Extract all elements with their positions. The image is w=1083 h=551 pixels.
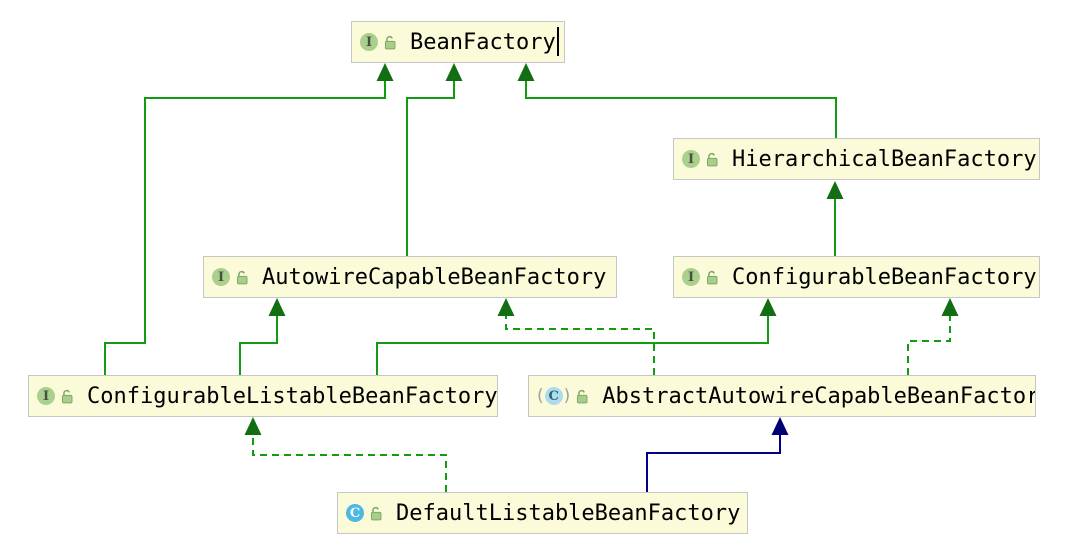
edge-cbf-extends-hbf [826,181,844,256]
edge-acbf-extends-bf [406,63,463,256]
node-label: HierarchicalBeanFactory [732,146,1037,172]
lock-icon [235,266,250,291]
lock-icon [369,502,384,527]
node-label: BeanFactory [410,29,556,55]
edge-clbf-extends-acbf [239,298,286,375]
abstract-paren: ( [537,386,544,406]
lock-icon [705,266,720,291]
node-label: AbstractAutowireCapableBeanFactory [602,383,1036,409]
lock-icon [383,31,398,56]
interface-icon: I [682,268,700,286]
arrowhead [445,63,463,81]
edge-dlbf-extends-aacbf [646,417,789,492]
interface-icon: I [37,387,55,405]
arrowhead [497,298,515,316]
edge-aacbf-implements-cbf [907,298,959,375]
edge-aacbf-implements-acbf [497,298,655,375]
node-label: ConfigurableBeanFactory [732,264,1037,290]
node-configurable-bean-factory[interactable]: I ConfigurableBeanFactory [673,256,1040,298]
arrowhead [771,417,789,435]
text-caret [557,27,559,56]
node-hierarchical-bean-factory[interactable]: I HierarchicalBeanFactory [673,138,1040,180]
node-label: AutowireCapableBeanFactory [262,264,607,290]
node-abstract-autowire-capable-bean-factory[interactable]: (C) AbstractAutowireCapableBeanFactory [528,375,1036,417]
interface-icon: I [682,150,700,168]
edge-dlbf-implements-clbf [244,417,447,492]
arrowhead [517,63,535,81]
node-configurable-listable-bean-factory[interactable]: I ConfigurableListableBeanFactory [28,375,498,417]
lock-icon [575,385,590,410]
node-bean-factory[interactable]: I BeanFactory [351,21,565,63]
arrowhead [759,298,777,316]
abstract-class-icon: C [544,387,563,405]
node-label: DefaultListableBeanFactory [396,500,741,526]
interface-icon: I [212,268,230,286]
edge-hbf-extends-bf [517,63,837,138]
arrowhead [941,298,959,316]
node-default-listable-bean-factory[interactable]: C DefaultListableBeanFactory [337,492,748,534]
arrowhead [376,63,394,81]
lock-icon [705,148,720,173]
arrowhead [268,298,286,316]
node-label: ConfigurableListableBeanFactory [87,383,498,409]
abstract-paren: ) [563,386,571,406]
edge-clbf-extends-bf [104,63,394,375]
arrowhead [826,181,844,199]
node-autowire-capable-bean-factory[interactable]: I AutowireCapableBeanFactory [203,256,617,298]
edge-clbf-extends-cbf [376,298,777,375]
lock-icon [60,385,75,410]
class-icon: C [346,504,364,522]
arrowhead [244,417,262,435]
interface-icon: I [360,33,378,51]
